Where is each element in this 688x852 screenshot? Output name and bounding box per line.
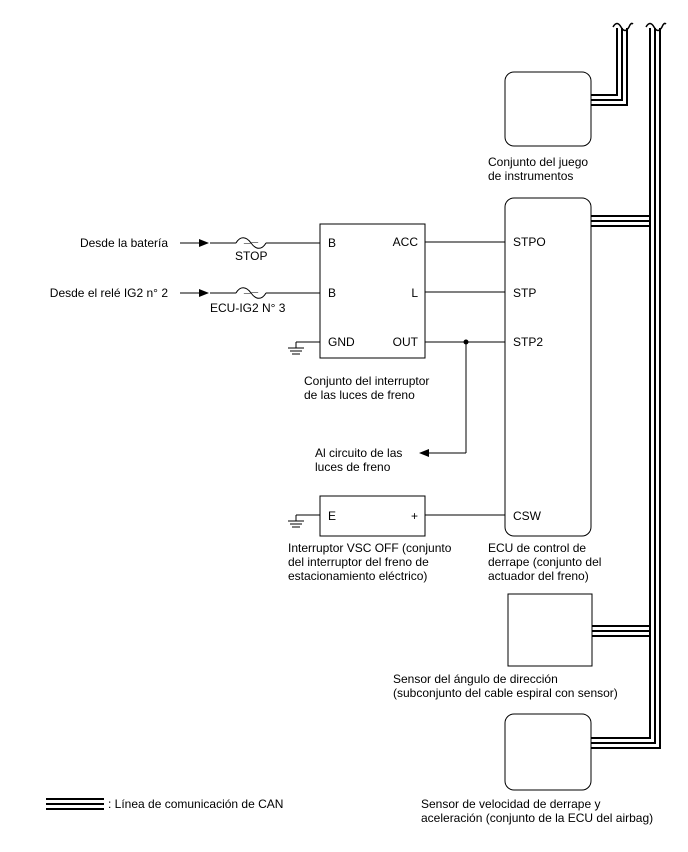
can-legend-label: : Línea de comunicación de CAN [108,797,283,811]
skid-ecu-caption-1: ECU de control de [488,541,586,555]
can-legend-symbol [46,798,104,810]
vsc-caption-2: del interruptor del freno de [288,555,429,569]
skid-control-ecu-box [504,197,592,537]
pin-b-ig2: B [328,286,336,300]
stop-switch-caption-2: de las luces de freno [304,388,415,402]
ig2-relay-input-label: Desde el relé IG2 n° 2 [50,286,169,300]
fuse-ecu-ig2-symbol [235,287,267,299]
pin-out: OUT [393,335,419,349]
skid-ecu-caption-2: derrape (conjunto del [488,555,601,569]
yaw-sensor-caption-1: Sensor de velocidad de derrape y [421,797,600,811]
pin-l: L [411,286,418,300]
pin-plus: + [411,509,418,523]
vsc-off-switch-box [319,495,426,537]
meter-caption-2: de instrumentos [488,169,573,183]
skid-ecu-caption-3: actuador del freno) [488,569,589,583]
wire-junction [463,339,469,345]
fuse-stop-symbol [235,237,267,249]
meter-caption-1: Conjunto del juego [488,155,588,169]
pin-stpo: STPO [513,235,546,249]
steering-sensor-caption-1: Sensor del ángulo de dirección [393,672,558,686]
battery-input-label: Desde la batería [80,236,168,250]
vsc-caption-1: Interruptor VSC OFF (conjunto [288,541,452,555]
pin-stp: STP [513,286,536,300]
steering-sensor-box [507,593,593,667]
yaw-rate-sensor-box [504,713,592,791]
can-bus-lines [590,28,661,749]
pin-b-battery: B [328,236,336,250]
can-bus-break-marks [612,22,667,32]
stop-light-circuit-label-2: luces de freno [315,460,391,474]
pin-gnd: GND [328,335,355,349]
wires [180,239,508,521]
ground-icon [288,520,304,528]
combination-meter-box [504,71,592,147]
pin-stp2: STP2 [513,335,543,349]
vsc-caption-3: estacionamiento eléctrico) [288,569,427,583]
stop-light-circuit-label-1: Al circuito de las [315,446,402,460]
fuse-stop-label: STOP [235,249,267,263]
steering-sensor-caption-2: (subconjunto del cable espiral con senso… [393,686,618,700]
pin-csw: CSW [513,509,542,523]
stop-light-switch-box [319,223,426,359]
stop-switch-caption-1: Conjunto del interruptor [304,374,429,388]
fuse-ecu-ig2-label: ECU-IG2 N° 3 [210,301,286,315]
pin-acc: ACC [393,235,419,249]
yaw-sensor-caption-2: aceleración (conjunto de la ECU del airb… [421,811,653,825]
ground-icon [288,347,304,355]
pin-e: E [328,509,336,523]
